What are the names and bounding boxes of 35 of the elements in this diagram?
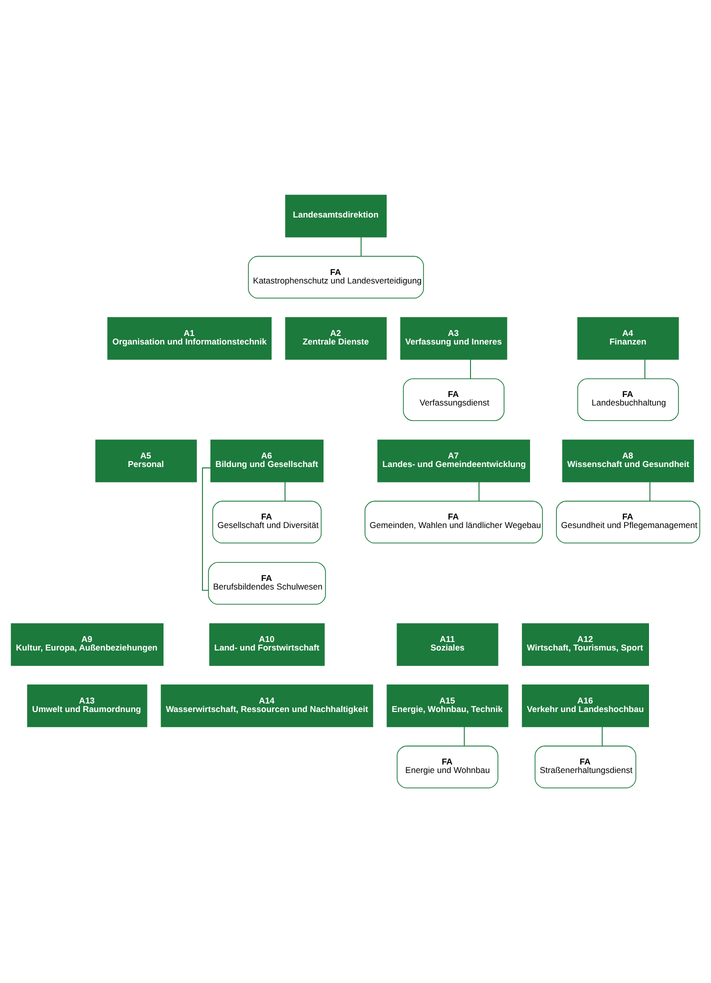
node-box: A9 Kultur, Europa, Außenbeziehungen xyxy=(10,623,164,666)
connector xyxy=(360,236,362,257)
node-box: A14 Wasserwirtschaft, Ressourcen und Nachhaltigkeit xyxy=(160,684,374,728)
node-box: A8 Wissenschaft und Gesundheit xyxy=(562,440,694,482)
node-box: A6 Bildung und Gesellschaft xyxy=(210,440,324,482)
node-box: FA Energie und Wohnbau xyxy=(396,746,498,788)
node-box: A3 Verfassung und Inneres xyxy=(400,317,508,360)
node-box: A2 Zentrale Dienste xyxy=(285,317,387,360)
node-box: FA Gesundheit und Pflegemanagement xyxy=(556,500,700,544)
node-box: A15 Energie, Wohnbau, Technik xyxy=(386,684,508,728)
connector xyxy=(649,482,650,502)
node-box: FA Katastrophenschutz und Landesverteidigung xyxy=(248,256,424,299)
node-box: A10 Land- und Forstwirtschaft xyxy=(209,623,325,666)
connector xyxy=(464,726,465,746)
node-box: FA Berufsbildendes Schulwesen xyxy=(208,562,326,605)
node-box: A1 Organisation und Informationstechnik xyxy=(107,317,272,360)
node-box: Landesamtsdirektion xyxy=(285,194,387,238)
node-box: FA Verfassungsdienst xyxy=(402,378,504,421)
node-box: FA Gesellschaft und Diversität xyxy=(212,500,322,544)
connector xyxy=(478,482,480,502)
node-box: A5 Personal xyxy=(95,440,197,482)
connector xyxy=(284,482,286,502)
node-box: FA Straßenerhaltungsdienst xyxy=(534,746,636,788)
connector xyxy=(602,726,603,746)
connector xyxy=(470,359,471,380)
node-box: A4 Finanzen xyxy=(577,317,679,360)
node-box: FA Gemeinden, Wahlen und ländlicher Wegebau xyxy=(364,500,543,544)
node-box: A12 Wirtschaft, Tourismus, Sport xyxy=(522,623,649,666)
node-box: A13 Umwelt und Raumordnung xyxy=(27,684,148,728)
node-box: A16 Verkehr und Landeshochbau xyxy=(522,684,649,728)
node-box: A7 Landes- und Gemeindeentwicklung xyxy=(377,440,530,482)
connector xyxy=(644,359,646,380)
node-box: FA Landesbuchhaltung xyxy=(577,378,679,421)
connector xyxy=(202,467,212,591)
node-box: A11 Soziales xyxy=(396,623,498,666)
